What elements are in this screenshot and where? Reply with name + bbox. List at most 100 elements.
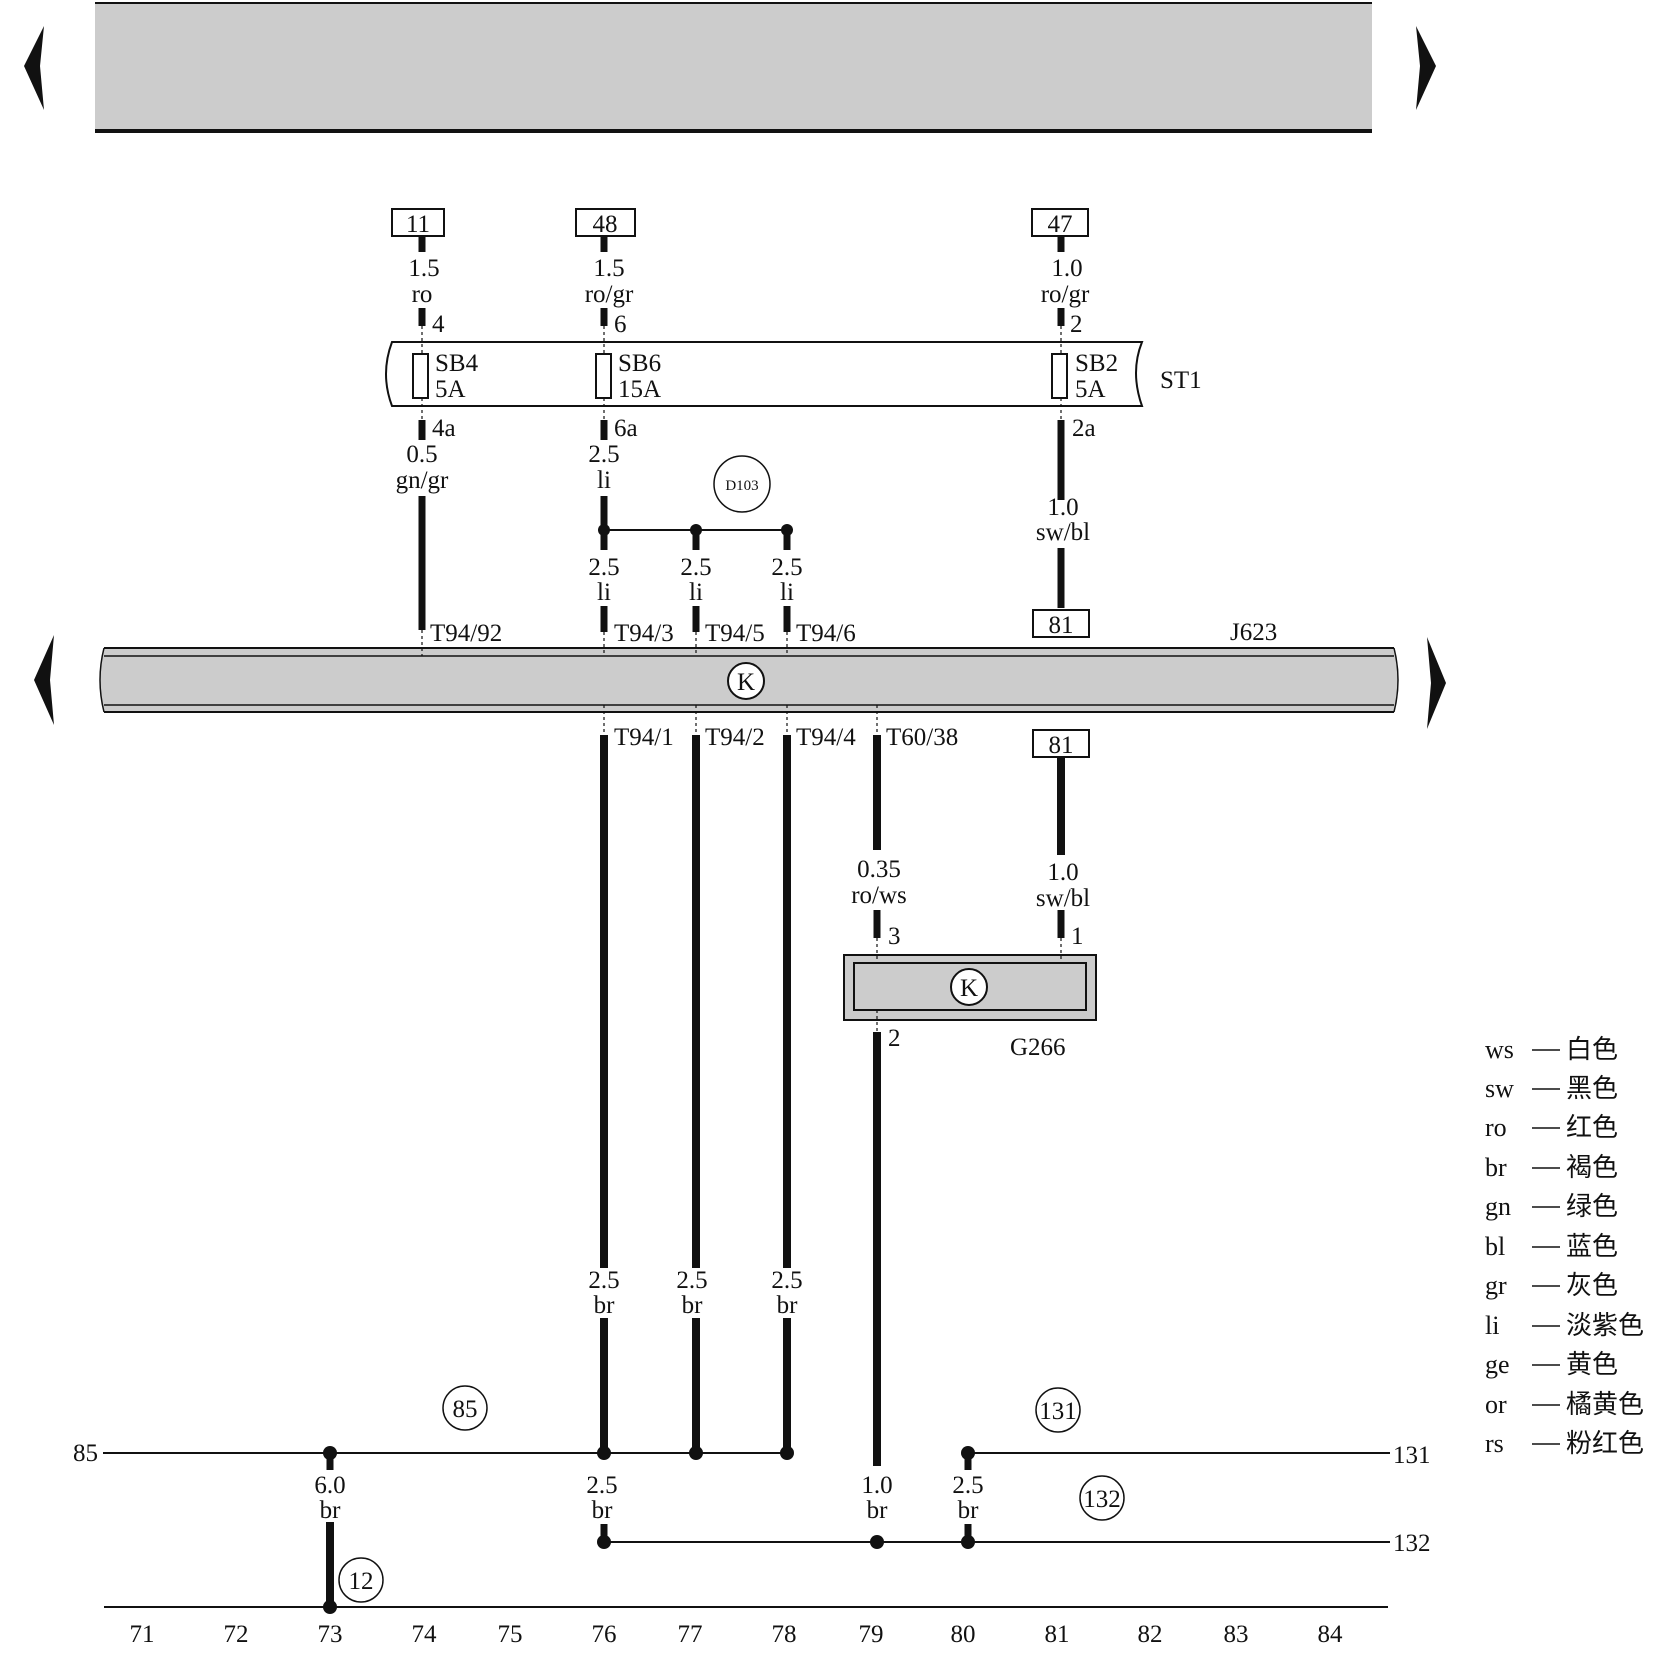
bus-85-node-76 xyxy=(597,1446,611,1460)
ground-wire-size-2: 2.5 xyxy=(676,1267,707,1294)
header-panel xyxy=(95,2,1372,130)
sensor-label: G266 xyxy=(1010,1034,1066,1061)
bottom-wire-size-2: 2.5 xyxy=(586,1472,617,1499)
wire-size-47: 1.0 xyxy=(1051,255,1082,282)
pin-label-2a: 2a xyxy=(1072,415,1096,442)
ecu-pin-top-3: T94/5 xyxy=(705,620,765,647)
branch-color-2: li xyxy=(689,579,703,606)
wire-color-11: ro xyxy=(412,281,433,308)
sensor-k-symbol-text: K xyxy=(960,975,978,1002)
prev-page-arrow-mid[interactable] xyxy=(34,635,54,725)
bottom-wire-color-2: br xyxy=(592,1497,614,1524)
ecu-k-symbol-text: K xyxy=(737,669,755,696)
legend-code: ws xyxy=(1485,1035,1514,1064)
fuse-sb2-rating: 5A xyxy=(1075,376,1106,403)
ecu-pin-bottom-1: T94/1 xyxy=(614,724,674,751)
fuse-sb4-icon xyxy=(412,353,429,399)
ground-point-12: 12 xyxy=(338,1557,384,1603)
fuse-sb4-name: SB4 xyxy=(435,350,479,377)
sensor-pin-1: 1 xyxy=(1071,923,1084,950)
ecu-pin-bottom-3: T94/4 xyxy=(796,724,856,751)
connector-48-label: 48 xyxy=(593,211,618,238)
legend-code: bl xyxy=(1485,1232,1505,1261)
scale-labels: 71 72 73 74 75 76 77 78 79 80 81 82 83 8… xyxy=(130,1621,1344,1648)
bottom-wire-color-4: br xyxy=(958,1497,980,1524)
bus-132-node-80 xyxy=(961,1535,975,1549)
ecu-label: J623 xyxy=(1230,619,1277,646)
ecu-ref-top-label: 81 xyxy=(1049,612,1074,639)
connector-11-label: 11 xyxy=(406,211,430,238)
legend-code: rs xyxy=(1485,1429,1504,1458)
bus-132-marker: 132 xyxy=(1079,1475,1125,1521)
ecu-pin-bottom-2: T94/2 xyxy=(705,724,765,751)
sensor-k-symbol-icon: K xyxy=(950,968,988,1006)
scale-label: 82 xyxy=(1138,1621,1163,1648)
ecu-pin-top-1: T94/92 xyxy=(430,620,502,647)
sensor-pin-2: 2 xyxy=(888,1025,901,1052)
legend-code: br xyxy=(1485,1153,1507,1182)
legend-name: 红色 xyxy=(1566,1113,1618,1142)
wire-size-11: 1.5 xyxy=(408,255,439,282)
bottom-wire-size-1: 6.0 xyxy=(314,1472,345,1499)
bus-85-marker: 85 xyxy=(442,1385,488,1431)
legend-name: 绿色 xyxy=(1566,1192,1618,1221)
color-legend: ws 白色 sw 黑色 ro 红色 br 褐色 gn 绿色 bl 蓝色 gr 灰… xyxy=(1485,1035,1644,1458)
bus-132-marker-label: 132 xyxy=(1083,1486,1121,1513)
fuse-sb2-icon xyxy=(1051,353,1068,399)
branch-color-1: li xyxy=(597,579,611,606)
scale-label: 75 xyxy=(498,1621,523,1648)
sensor-wire-left-color: ro/ws xyxy=(851,882,907,909)
legend-name: 淡紫色 xyxy=(1566,1311,1644,1340)
fuse-sb6-icon xyxy=(595,353,612,399)
bus-85-node-77 xyxy=(689,1446,703,1460)
connector-11: 11 xyxy=(391,208,445,238)
legend-code: li xyxy=(1485,1311,1499,1340)
ecu-pin-top-4: T94/6 xyxy=(796,620,856,647)
connector-47-label: 47 xyxy=(1048,211,1073,238)
bus-132-node-79 xyxy=(870,1535,884,1549)
fuse-sb2-name: SB2 xyxy=(1075,350,1118,377)
legend-code: gn xyxy=(1485,1192,1511,1221)
next-page-arrow-top[interactable] xyxy=(1416,26,1436,110)
connector-48: 48 xyxy=(575,208,636,238)
fuse-sb6-rating: 15A xyxy=(618,376,661,403)
ecu-pin-bottom-4: T60/38 xyxy=(886,724,958,751)
ground-point-12-label: 12 xyxy=(349,1568,374,1595)
legend-name: 褐色 xyxy=(1566,1153,1618,1182)
scale-label: 79 xyxy=(859,1621,884,1648)
pin-label-4a: 4a xyxy=(432,415,456,442)
ecu-k-symbol-icon: K xyxy=(727,662,765,700)
wire-size-48: 1.5 xyxy=(593,255,624,282)
scale-label: 76 xyxy=(592,1621,617,1648)
wire-color-48: ro/gr xyxy=(585,281,634,308)
legend-code: sw xyxy=(1485,1074,1514,1103)
scale-label: 81 xyxy=(1045,1621,1070,1648)
sensor-wire-left-size: 0.35 xyxy=(857,856,901,883)
upper-wire-size-1: 0.5 xyxy=(406,441,437,468)
next-page-arrow-mid[interactable] xyxy=(1427,637,1446,729)
branch-color-3: li xyxy=(780,579,794,606)
bottom-wire-size-4: 2.5 xyxy=(952,1472,983,1499)
splice-d103-label: D103 xyxy=(725,478,758,494)
bottom-wire-color-1: br xyxy=(320,1497,342,1524)
prev-page-arrow-top[interactable] xyxy=(24,26,44,110)
scale-label: 83 xyxy=(1224,1621,1249,1648)
scale-label: 73 xyxy=(318,1621,343,1648)
ecu-ref-top: 81 xyxy=(1032,609,1090,639)
ground-wire-size-3: 2.5 xyxy=(771,1267,802,1294)
pin-label-2: 2 xyxy=(1070,311,1083,338)
bottom-wire-size-3: 1.0 xyxy=(861,1472,892,1499)
upper-wire-size-2: 2.5 xyxy=(588,441,619,468)
bus-132-node-76 xyxy=(597,1535,611,1549)
bus-131-marker-label: 131 xyxy=(1039,1398,1077,1425)
ground-wire-size-1: 2.5 xyxy=(588,1267,619,1294)
legend-name: 白色 xyxy=(1566,1035,1618,1064)
legend-name: 灰色 xyxy=(1566,1271,1618,1300)
bus-132-number: 132 xyxy=(1393,1530,1431,1557)
legend-code: ro xyxy=(1485,1113,1507,1142)
fuse-holder-st1: ST1 xyxy=(385,341,1202,407)
legend-code: or xyxy=(1485,1390,1507,1419)
sensor-wire-right-color: sw/bl xyxy=(1036,885,1090,912)
